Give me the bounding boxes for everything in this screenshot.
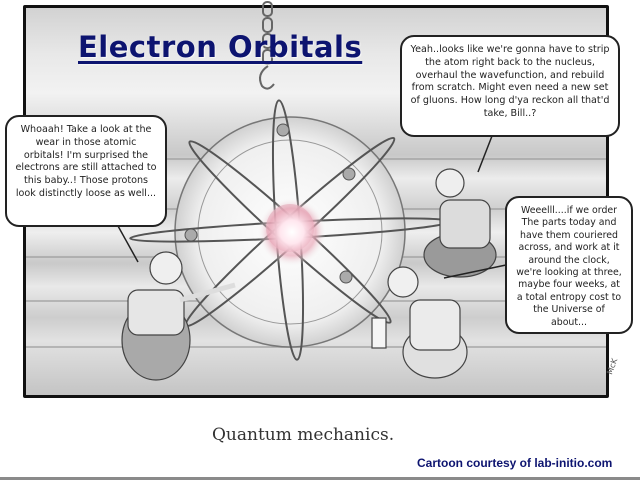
speech-bubble-left: Whoaah! Take a look at the wear in those… xyxy=(5,115,167,227)
left-mechanic xyxy=(121,251,236,381)
electrons xyxy=(184,123,356,284)
speech-bubble-bottom-right: Weeelll....if we order The parts today a… xyxy=(505,196,633,334)
chain-hook-icon xyxy=(259,1,275,90)
seated-mechanic xyxy=(423,168,497,278)
cartoon-caption: Quantum mechanics. xyxy=(212,425,395,445)
nucleus-icon xyxy=(258,198,326,266)
floor-line xyxy=(26,346,606,348)
crouching-mechanic xyxy=(371,266,468,379)
slide-title: Electron Orbitals xyxy=(78,30,363,64)
bottom-rule xyxy=(0,477,640,480)
cartoon-credit: Cartoon courtesy of lab-initio.com xyxy=(417,456,613,470)
atom-illustration xyxy=(117,1,507,381)
speech-bubble-top-right: Yeah..looks like we're gonna have to str… xyxy=(400,35,620,137)
bubble-tails xyxy=(117,135,507,279)
